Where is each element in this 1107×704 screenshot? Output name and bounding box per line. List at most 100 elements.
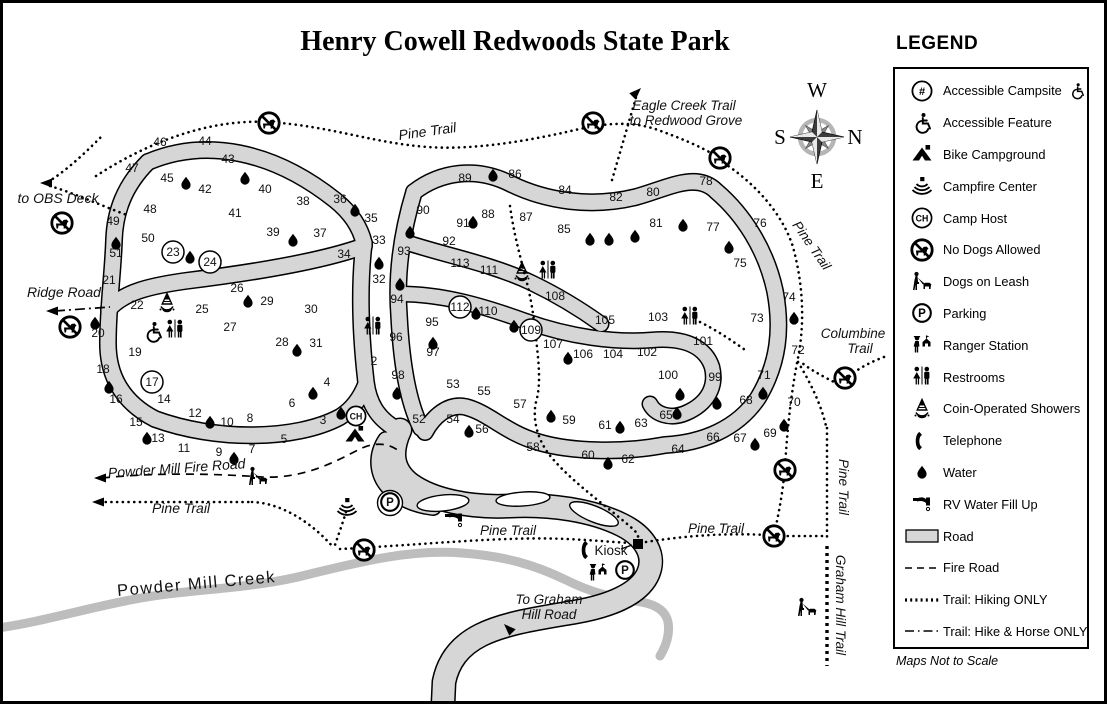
svg-text:P: P [621, 565, 629, 577]
campsite-number: 51 [109, 246, 123, 260]
campfire-icon [901, 173, 943, 199]
water-icon [292, 343, 302, 357]
campsite-number: 15 [129, 415, 143, 429]
campsite-number: 40 [258, 182, 272, 196]
campsite-number: 64 [671, 442, 685, 456]
campsite-number: 25 [195, 302, 209, 316]
map-label: Trail [847, 341, 873, 356]
columbine-trail [847, 355, 886, 379]
showers-icon [901, 396, 943, 422]
campsite-number: 45 [160, 171, 174, 185]
swatch-horse-icon [901, 618, 943, 644]
campsite-number: 60 [581, 448, 595, 462]
campsite-number: 101 [693, 334, 713, 348]
legend-item-label: Accessible Campsite [943, 83, 1062, 99]
powder-mill-fire-road [101, 443, 400, 479]
telephone-icon [901, 428, 943, 454]
legend-item: Trail: Hike & Horse ONLY [895, 616, 1087, 648]
svg-text:#: # [919, 86, 925, 98]
legend-item: Bike Campground [895, 139, 1087, 171]
map-label: Pine Trail [152, 500, 211, 516]
campsite-number: 41 [228, 206, 242, 220]
legend-item-label: No Dogs Allowed [943, 242, 1041, 258]
campsite-number: 89 [458, 171, 472, 185]
compass-north: N [847, 125, 862, 149]
campsite-number: 57 [513, 397, 527, 411]
legend-item-label: Road [943, 528, 974, 544]
legend-item: Campfire Center [895, 170, 1087, 202]
campsite-number: 108 [545, 289, 565, 303]
legend-item: CH Camp Host [895, 202, 1087, 234]
campsite-number: 94 [390, 292, 404, 306]
water-icon [750, 437, 760, 451]
campsite-number: 47 [125, 161, 139, 175]
restrooms-icon [166, 319, 183, 338]
campsite-number: 78 [699, 174, 713, 188]
legend-item: No Dogs Allowed [895, 234, 1087, 266]
ridge-road-line [54, 306, 111, 312]
ranger-icon [901, 332, 943, 358]
campsite-number: 9 [216, 445, 223, 459]
legend-item: Accessible Feature [895, 107, 1087, 139]
restrooms-icon [364, 316, 381, 335]
restrooms-icon [681, 306, 698, 325]
campsite-number: 46 [153, 135, 167, 149]
compass-west: W [807, 80, 827, 102]
map-label: Hill Road [522, 607, 577, 622]
campsite-number: 111 [480, 263, 499, 277]
center-trail [508, 204, 640, 543]
no-dogs-icon [581, 111, 605, 135]
restrooms-icon [901, 364, 943, 390]
campsite-number: 87 [519, 210, 533, 224]
swatch-hike-icon [901, 587, 943, 613]
pine-trail-top [94, 120, 718, 178]
campsite-number: 98 [391, 368, 405, 382]
water-icon [615, 420, 625, 434]
campsite-number: 71 [757, 368, 771, 382]
campsite-number: 42 [198, 182, 212, 196]
campsite-number: 44 [198, 134, 212, 148]
campsite-number: 10 [220, 415, 234, 429]
camp-host-icon: CH [901, 205, 943, 231]
campsite-number: 23 [166, 245, 180, 259]
campsite-number: 77 [706, 220, 720, 234]
no-dogs-icon [352, 538, 376, 562]
campsite-number: 106 [573, 347, 593, 361]
svg-text:CH: CH [916, 213, 929, 223]
pine-trail-east [717, 158, 804, 536]
campsite-number: 34 [337, 247, 351, 261]
campsite-number: 12 [188, 406, 202, 420]
map-label: Graham Hill Trail [833, 555, 848, 656]
water-icon [563, 351, 573, 365]
campsite-circle [448, 295, 472, 319]
no-dogs-icon [257, 111, 281, 135]
legend-item: Fire Road [895, 552, 1087, 584]
no-dogs-icon [833, 366, 857, 390]
water-icon [392, 386, 402, 400]
campsite-number: 110 [478, 304, 497, 318]
map-label: Pine Trail [836, 459, 851, 516]
legend-item-label: Campfire Center [943, 178, 1037, 194]
acc-campsite-icon: # [901, 78, 943, 104]
water-icon [336, 406, 346, 420]
campsite-number: 91 [456, 216, 470, 230]
dog-leash-icon [901, 269, 943, 295]
campfire-spur-trail [333, 510, 348, 547]
map-label: Eagle Creek Trail [632, 98, 736, 113]
water-icon [288, 233, 298, 247]
campsite-number: 105 [595, 313, 615, 327]
campsite-number: 63 [634, 416, 648, 430]
water-icon [464, 424, 474, 438]
campsite-number: 84 [558, 183, 572, 197]
water-icon [675, 387, 685, 401]
map-label: To Graham [515, 592, 582, 607]
drop-icon [901, 459, 943, 485]
map-label: Pine Trail [480, 523, 537, 538]
water-icon [603, 456, 613, 470]
water-icon [395, 277, 405, 291]
legend-item-label: Water [943, 464, 977, 480]
campsite-number: 109 [521, 323, 541, 337]
water-icon [546, 409, 556, 423]
water-icon [374, 256, 384, 270]
campsite-number: 54 [446, 412, 460, 426]
